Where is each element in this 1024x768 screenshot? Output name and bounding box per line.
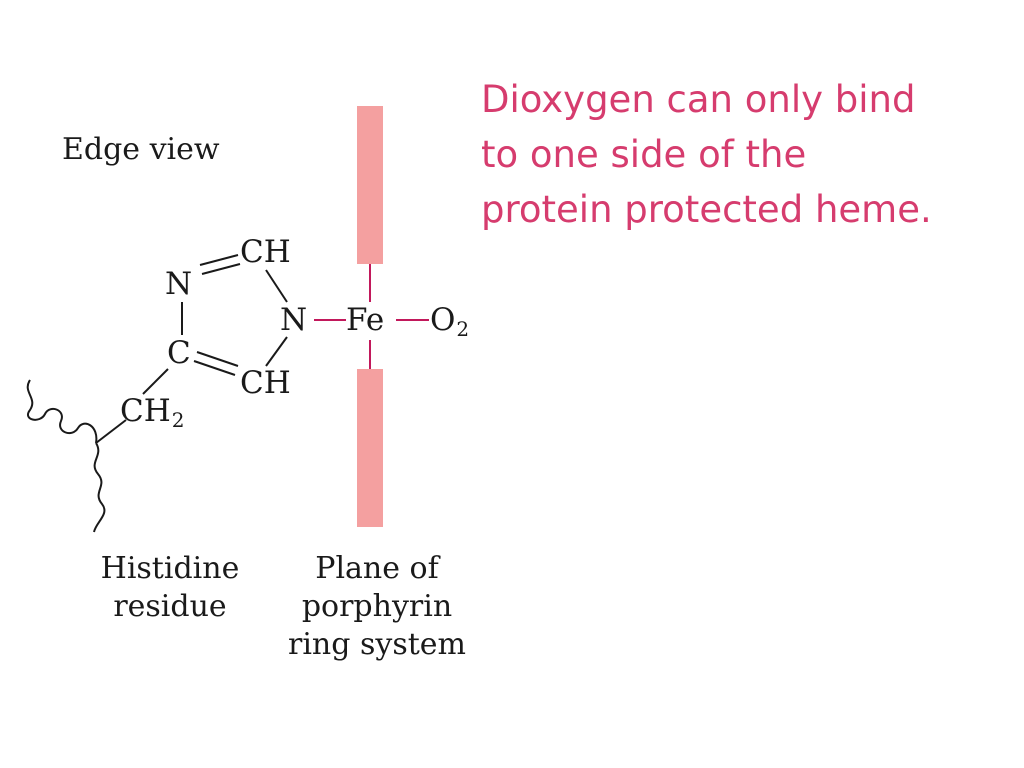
- atom-o2-symbol: O: [430, 302, 456, 338]
- edge-view-label: Edge view: [62, 132, 220, 167]
- protein-backbone-wavy-lower: [93, 442, 106, 533]
- porphyrin-plane-label: Plane of porphyrin ring system: [268, 550, 486, 664]
- double-bond-n-ch-b: [201, 263, 241, 275]
- porphyrin-plane-lower: [357, 369, 383, 527]
- plane-label-line-1: Plane of: [315, 551, 439, 586]
- atom-ch2-subscript: 2: [171, 408, 185, 432]
- bond-ch-n: [265, 269, 288, 303]
- atom-n-top: N: [165, 266, 193, 302]
- atom-ch2-symbol: CH: [120, 393, 171, 429]
- double-bond-n-ch-a: [199, 254, 239, 266]
- atom-ch2: CH2: [120, 395, 185, 436]
- double-bond-c-ch-b: [193, 360, 236, 376]
- histidine-label-line-1: Histidine: [100, 551, 240, 586]
- atom-o2-subscript: 2: [456, 317, 470, 341]
- protein-backbone-wavy: [26, 379, 98, 444]
- atom-n-link: N: [280, 302, 308, 338]
- atom-ch-bottom: CH: [240, 365, 291, 401]
- plane-label-line-2: porphyrin: [301, 589, 453, 624]
- atom-c: C: [167, 335, 191, 371]
- atom-fe: Fe: [346, 302, 385, 338]
- note-line-3: protein protected heme.: [481, 188, 932, 231]
- note-line-2: to one side of the: [481, 133, 807, 176]
- note-line-1: Dioxygen can only bind: [481, 78, 916, 121]
- atom-ch-top: CH: [240, 234, 291, 270]
- histidine-label-line-2: residue: [113, 589, 227, 624]
- bond-ch2-backbone: [95, 419, 127, 444]
- atom-o2: O2: [430, 304, 469, 345]
- porphyrin-plane-upper: [357, 106, 383, 264]
- plane-label-line-3: ring system: [288, 627, 466, 662]
- bond-c-ch2: [142, 368, 169, 395]
- histidine-residue-label: Histidine residue: [84, 550, 256, 626]
- bond-n-ch: [265, 336, 288, 367]
- double-bond-c-ch-a: [196, 351, 239, 367]
- dioxygen-note: Dioxygen can only bind to one side of th…: [481, 72, 1021, 237]
